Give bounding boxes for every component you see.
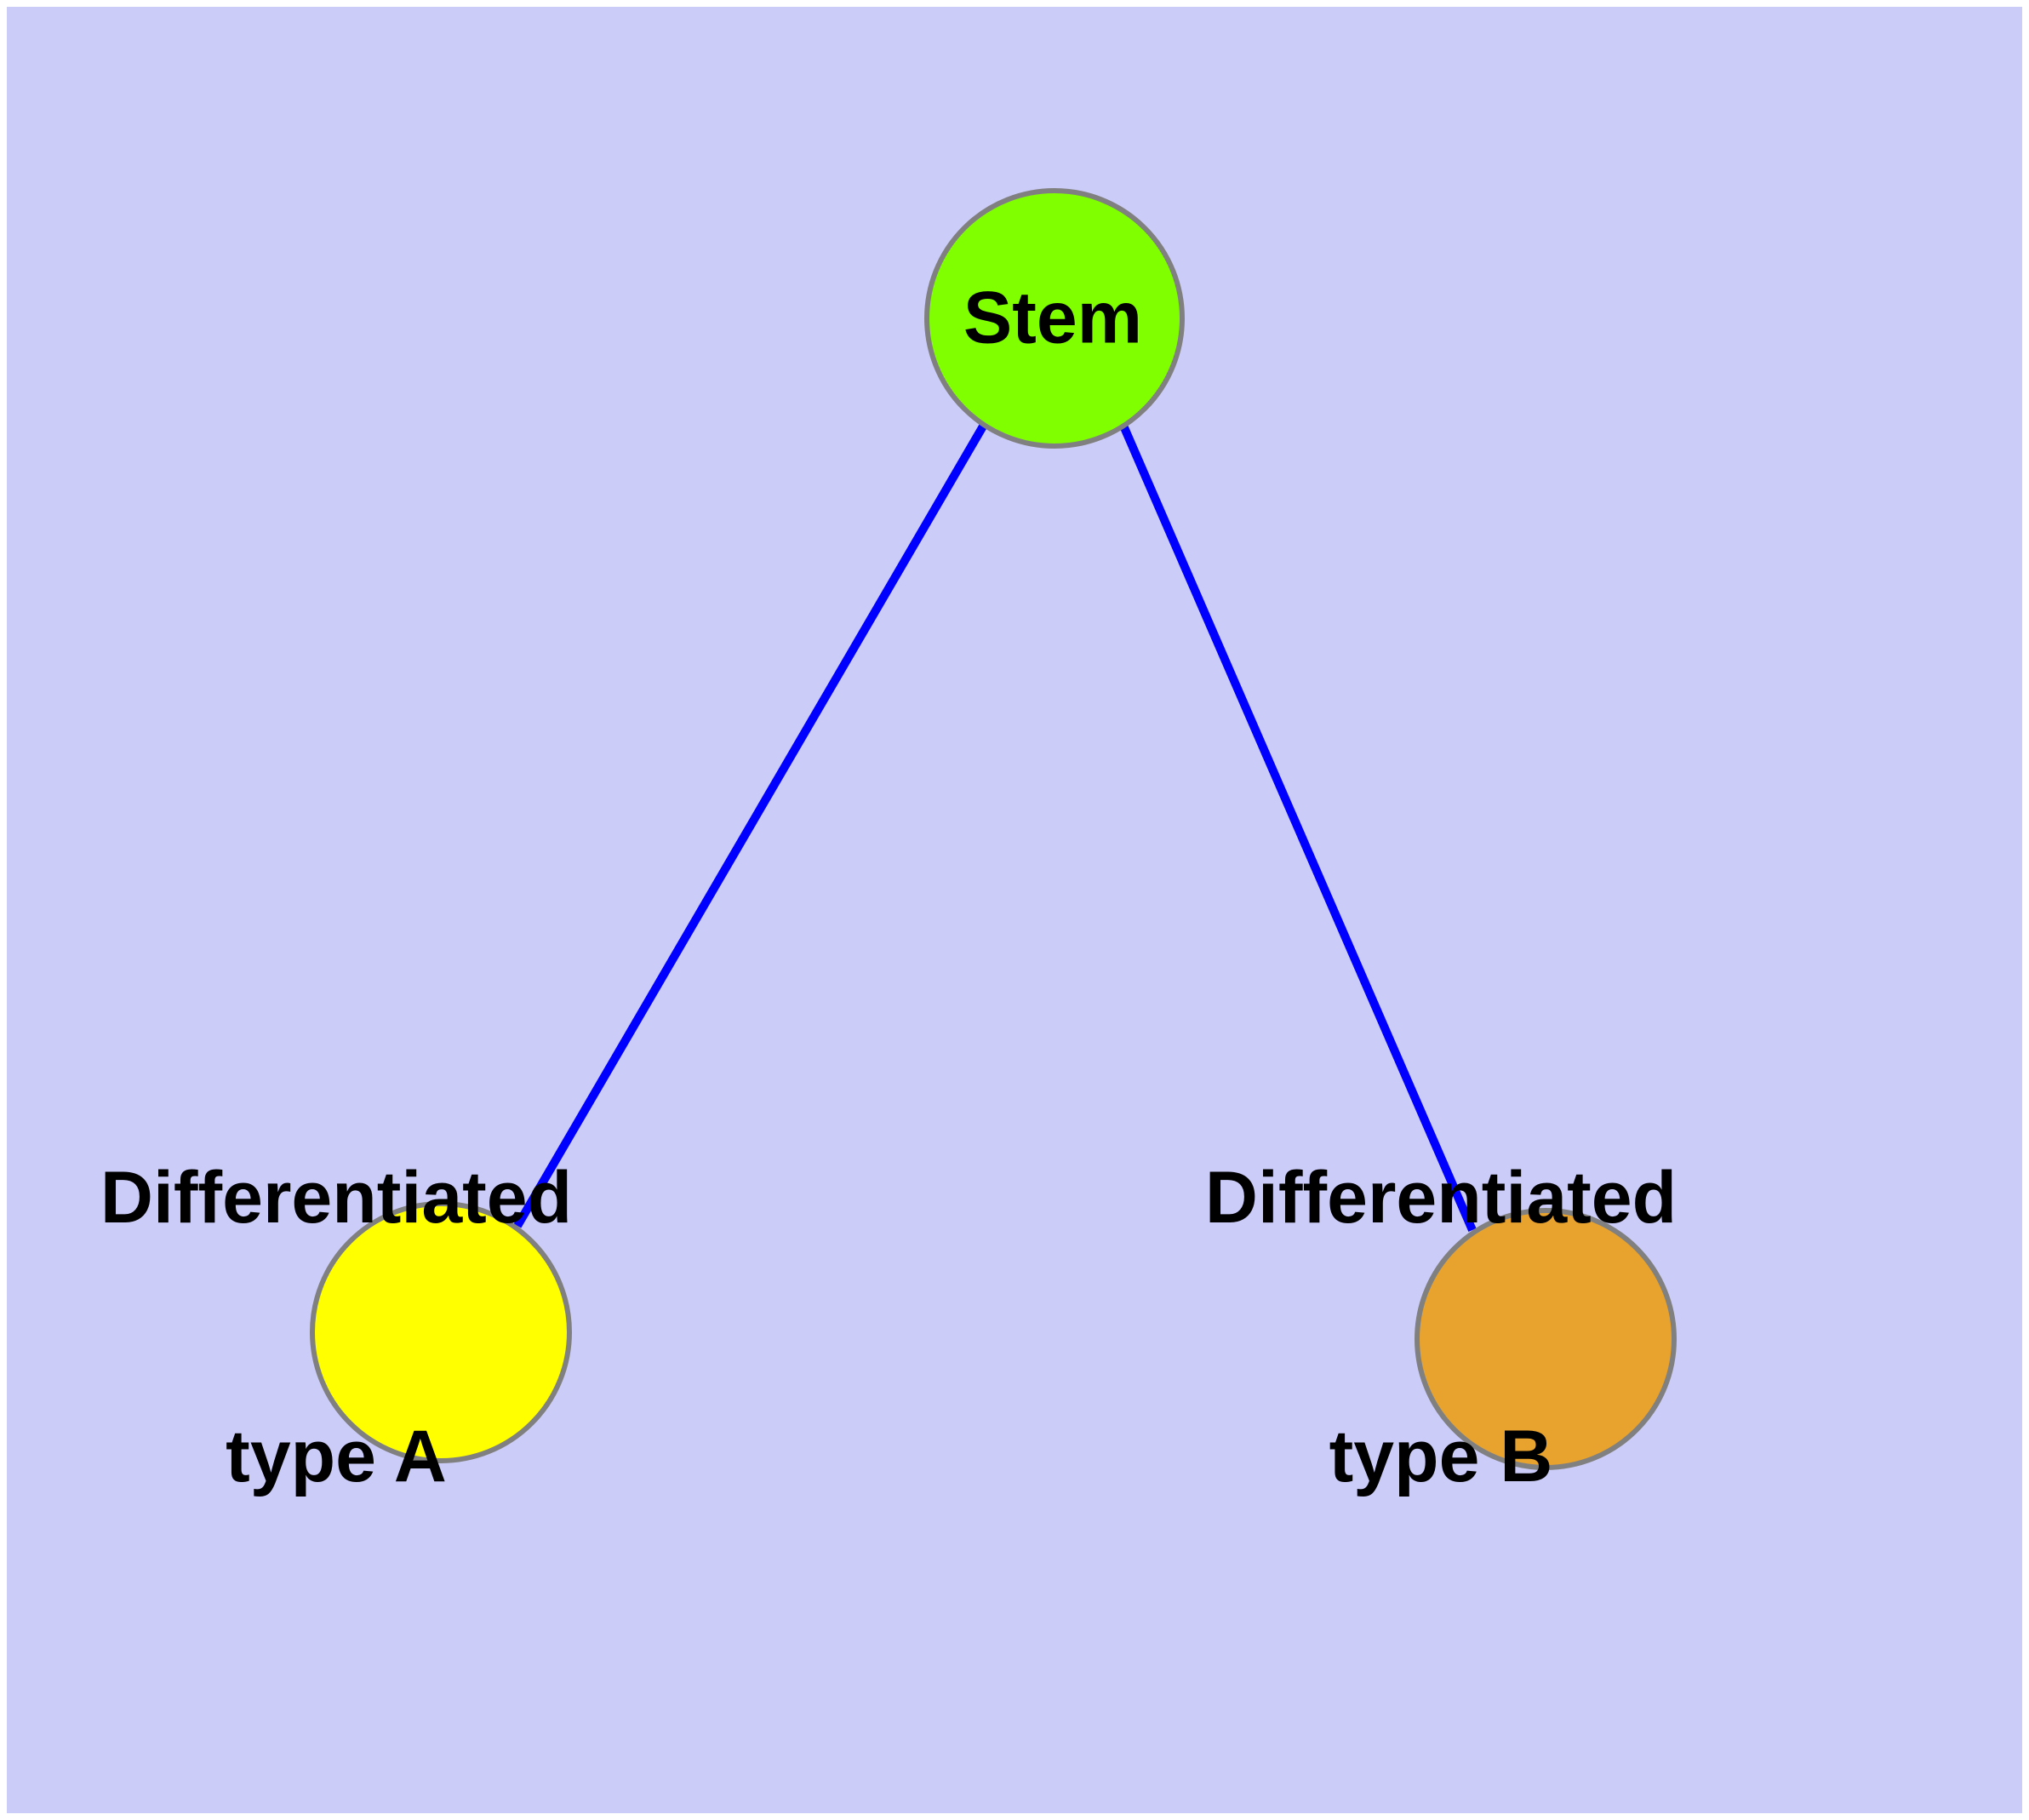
node-circle-diff-b[interactable]	[1415, 1208, 1677, 1470]
edge-stem-to-diff-a	[513, 422, 988, 1228]
node-circle-diff-a[interactable]	[310, 1201, 572, 1463]
node-layer	[310, 188, 1677, 1470]
edge-layer	[513, 422, 1477, 1232]
node-circle-stem[interactable]	[924, 188, 1185, 449]
edge-stem-to-diff-b	[1119, 424, 1477, 1232]
